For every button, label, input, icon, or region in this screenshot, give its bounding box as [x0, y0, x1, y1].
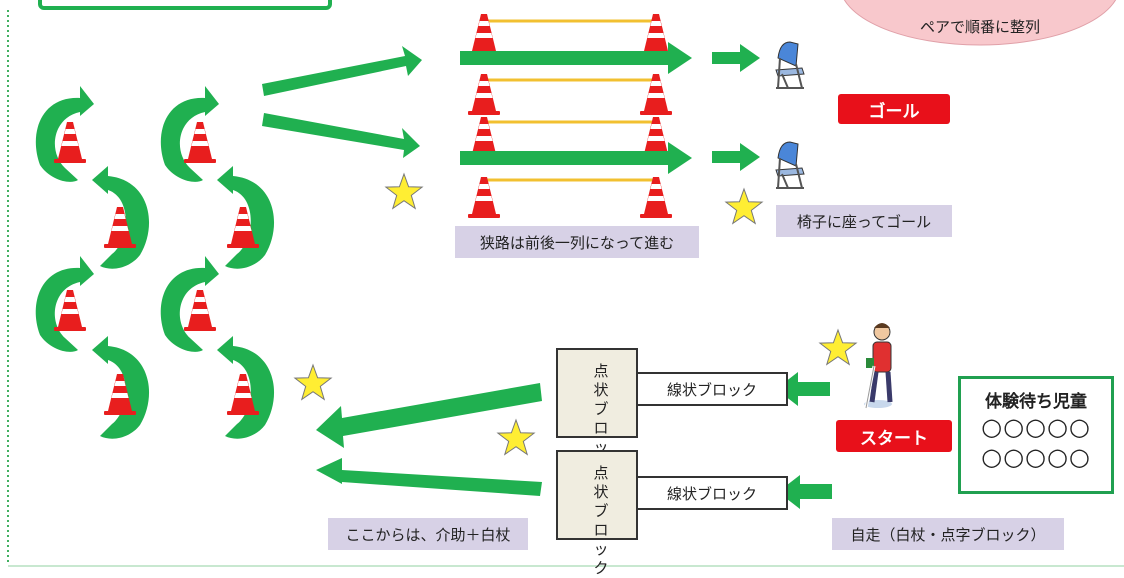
- curve-arrow: [100, 346, 150, 439]
- start-arrow-lower: [778, 475, 832, 509]
- arrow-lower: [262, 113, 420, 158]
- curve-arrow-head: [92, 336, 108, 364]
- curve-arrow-head: [80, 86, 94, 116]
- return-arrow-upper: [316, 383, 542, 448]
- star-icon: [725, 188, 763, 224]
- return-arrow-lower: [316, 458, 542, 496]
- sit-goal-label: 椅子に座ってゴール: [776, 205, 952, 237]
- curve-arrow: [160, 97, 205, 182]
- curve-arrow: [225, 346, 275, 439]
- linear-block-lower: 線状ブロック: [636, 476, 788, 510]
- slalom-curve-arrows: [35, 86, 275, 439]
- waiting-title: 体験待ち児童: [985, 392, 1087, 412]
- start-badge: スタート: [836, 420, 952, 452]
- guide-cane-label: ここからは、介助＋白杖: [328, 518, 528, 550]
- curve-arrow-head: [205, 86, 219, 116]
- dot-block-upper: 点状ブロック: [556, 348, 638, 475]
- start-arrow-upper: [776, 372, 830, 406]
- narrow-path-label: 狭路は前後一列になって進む: [455, 226, 699, 258]
- curve-arrow: [100, 176, 150, 269]
- arrow-upper: [262, 46, 422, 96]
- waiting-row: ○○○○○: [981, 443, 1091, 471]
- curve-arrow-head: [217, 336, 233, 364]
- start-arrows: [776, 372, 832, 509]
- cone-icon: [184, 122, 216, 163]
- waiting-row: ○○○○○: [981, 413, 1091, 441]
- split-arrows: [262, 46, 422, 158]
- cone-icon: [468, 177, 500, 218]
- top-green-box-fragment: [38, 0, 332, 10]
- cone-icon: [54, 122, 86, 163]
- narrow-path: [460, 14, 692, 218]
- path-arrow-upper: [460, 42, 692, 74]
- chair-arrows: [712, 44, 760, 171]
- goal-badge: ゴール: [838, 94, 950, 124]
- curve-arrow: [225, 176, 275, 269]
- chair-icon: [775, 41, 805, 89]
- waiting-children-box: 体験待ち児童 ○○○○○ ○○○○○: [958, 376, 1114, 494]
- cone-icon: [184, 290, 216, 331]
- dot-block-label: 点状ブロック: [593, 464, 609, 577]
- path-arrow-lower: [460, 142, 692, 174]
- curve-arrow: [35, 97, 80, 182]
- star-icon: [294, 364, 332, 400]
- return-arrows: [316, 383, 542, 496]
- linear-block-upper: 線状ブロック: [636, 372, 788, 406]
- self-walk-label: 自走（白杖・点字ブロック）: [832, 518, 1064, 550]
- star-icon: [497, 419, 535, 455]
- curve-arrow-head: [205, 256, 219, 286]
- cone-icon: [640, 177, 672, 218]
- chair-icon: [775, 141, 805, 189]
- chair-arrow-upper: [712, 44, 760, 72]
- pink-note-bubble: [843, 0, 1117, 46]
- star-icon: [819, 329, 857, 365]
- curve-arrow-head: [92, 166, 108, 194]
- curve-arrow-head: [80, 256, 94, 286]
- walker-icon: [864, 323, 893, 409]
- curve-arrow: [35, 267, 80, 352]
- dot-block-lower: 点状ブロック: [556, 450, 638, 577]
- chair-arrow-lower: [712, 143, 760, 171]
- pink-note-label: ペアで順番に整列: [919, 18, 1040, 36]
- curve-arrow: [160, 267, 205, 352]
- curve-arrow-head: [217, 166, 233, 194]
- star-icon: [385, 173, 423, 209]
